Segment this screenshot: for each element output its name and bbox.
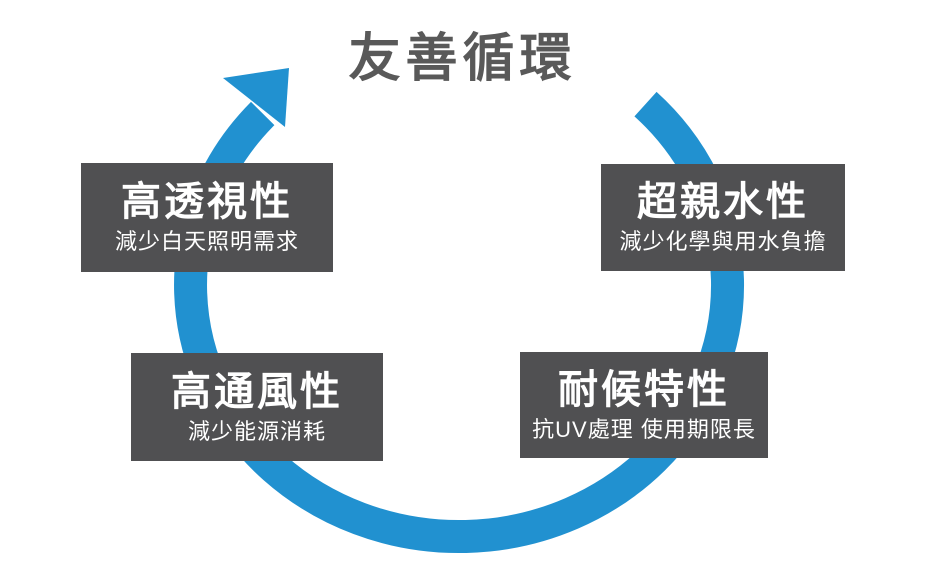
feature-subtitle: 減少白天照明需求: [114, 229, 299, 254]
feature-title: 高通風性: [171, 369, 343, 414]
feature-title: 高透視性: [121, 180, 293, 224]
cycle-arc: [174, 91, 745, 554]
feature-box-super-hydrophilic: 超親水性 減少化學與用水負擔: [601, 164, 845, 271]
diagram-title: 友善循環: [348, 30, 577, 88]
feature-box-weather-resistance: 耐候特性 抗UV處理 使用期限長: [520, 352, 768, 458]
feature-box-high-transparency: 高透視性 減少白天照明需求: [81, 163, 333, 272]
feature-subtitle: 減少能源消耗: [187, 418, 326, 444]
feature-title: 耐候特性: [558, 367, 730, 412]
feature-box-high-ventilation: 高通風性 減少能源消耗: [131, 353, 383, 461]
feature-title: 超親水性: [637, 180, 809, 224]
feature-subtitle: 抗UV處理 使用期限長: [532, 416, 756, 442]
feature-subtitle: 減少化學與用水負擔: [619, 229, 827, 254]
arrow-head-icon: [223, 68, 289, 127]
